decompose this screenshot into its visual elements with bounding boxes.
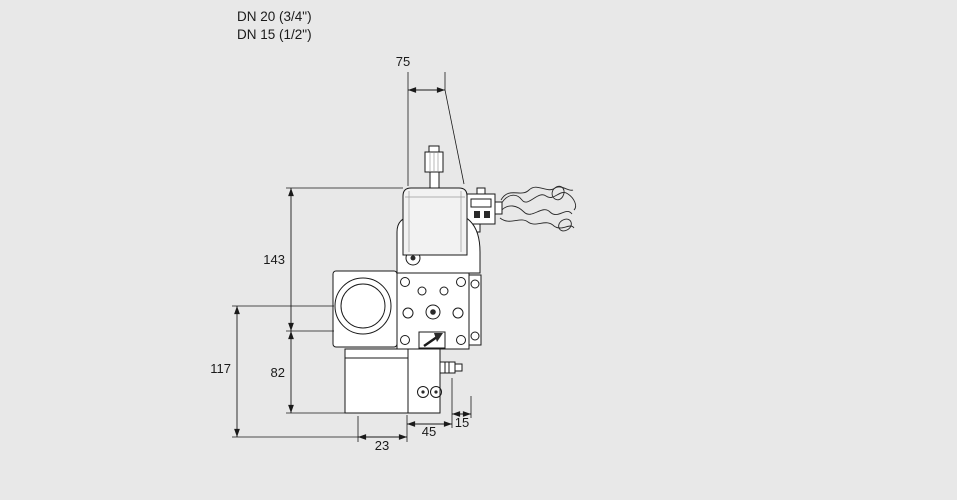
body-screw-left [417, 286, 427, 296]
block-tap-right-dot [434, 390, 438, 394]
outlet-bolt-top [470, 279, 480, 289]
cap-top [428, 145, 440, 153]
dim-height-upper: 143 [263, 187, 403, 332]
dim-bottom-width: 45 [407, 378, 453, 439]
cap-neck [429, 171, 440, 189]
body-port-right [452, 307, 464, 319]
bottom-block [344, 348, 442, 414]
cable-bundle [499, 185, 577, 232]
outlet-flange [468, 274, 482, 346]
nipple-tip [454, 363, 463, 372]
dim-bottom-width-label: 45 [422, 424, 436, 439]
block-tap-left-dot [421, 390, 425, 394]
dim-coil-width-label: 75 [396, 54, 410, 69]
body-bolt-bl [400, 335, 410, 345]
solenoid-coil [402, 187, 468, 256]
flange-plate [332, 270, 398, 348]
nipple-base [439, 361, 456, 374]
nipple-knurl [444, 362, 450, 373]
dim-height-upper-label: 143 [263, 252, 285, 267]
flow-arrow-head [434, 333, 443, 342]
plug-pin-left [474, 211, 480, 218]
body-bolt-tr [456, 277, 466, 287]
bore-outer-circle [334, 277, 392, 335]
block-tap-right [430, 386, 442, 398]
dim-nipple-offset-label: 15 [455, 415, 469, 430]
body-center-ring [425, 304, 441, 320]
dn-size-line1: DN 20 (3/4") [237, 9, 312, 24]
head-pilot-dot [410, 255, 416, 261]
valve-body [396, 272, 470, 350]
test-nipple [439, 361, 463, 374]
block-body [344, 348, 441, 414]
plug-screw [476, 187, 486, 195]
dim-coil-width: 75 [396, 54, 465, 186]
body-screw-right [439, 286, 449, 296]
outlet-bolt-bottom [470, 331, 480, 341]
plug-label-window [470, 198, 492, 208]
dn-size-labels: DN 20 (3/4") DN 15 (1/2") [237, 8, 312, 44]
dim-nipple-offset: 15 [452, 396, 472, 430]
body-bolt-tl [400, 277, 410, 287]
plug-cable-gland [494, 201, 503, 215]
body-bolt-br [456, 335, 466, 345]
dn-size-line2: DN 15 (1/2") [237, 27, 312, 42]
flow-arrow-shaft [423, 335, 438, 348]
block-tap-left [417, 386, 429, 398]
cable-plug [466, 187, 503, 233]
bore-thread-circle [340, 283, 386, 329]
body-port-left [402, 307, 414, 319]
dim-bottom-offset-label: 23 [375, 438, 389, 453]
body-center-dot [430, 309, 436, 315]
dim-bottom-offset: 23 [357, 415, 408, 453]
dim-height-lower: 82 [271, 331, 345, 414]
adjustment-cap [424, 145, 444, 189]
dim-height-lower-label: 82 [271, 365, 285, 380]
inlet-flange [332, 270, 398, 348]
plug-pin-right [484, 211, 490, 218]
dim-height-left: 117 [210, 305, 358, 438]
dim-height-left-label: 117 [210, 361, 231, 376]
